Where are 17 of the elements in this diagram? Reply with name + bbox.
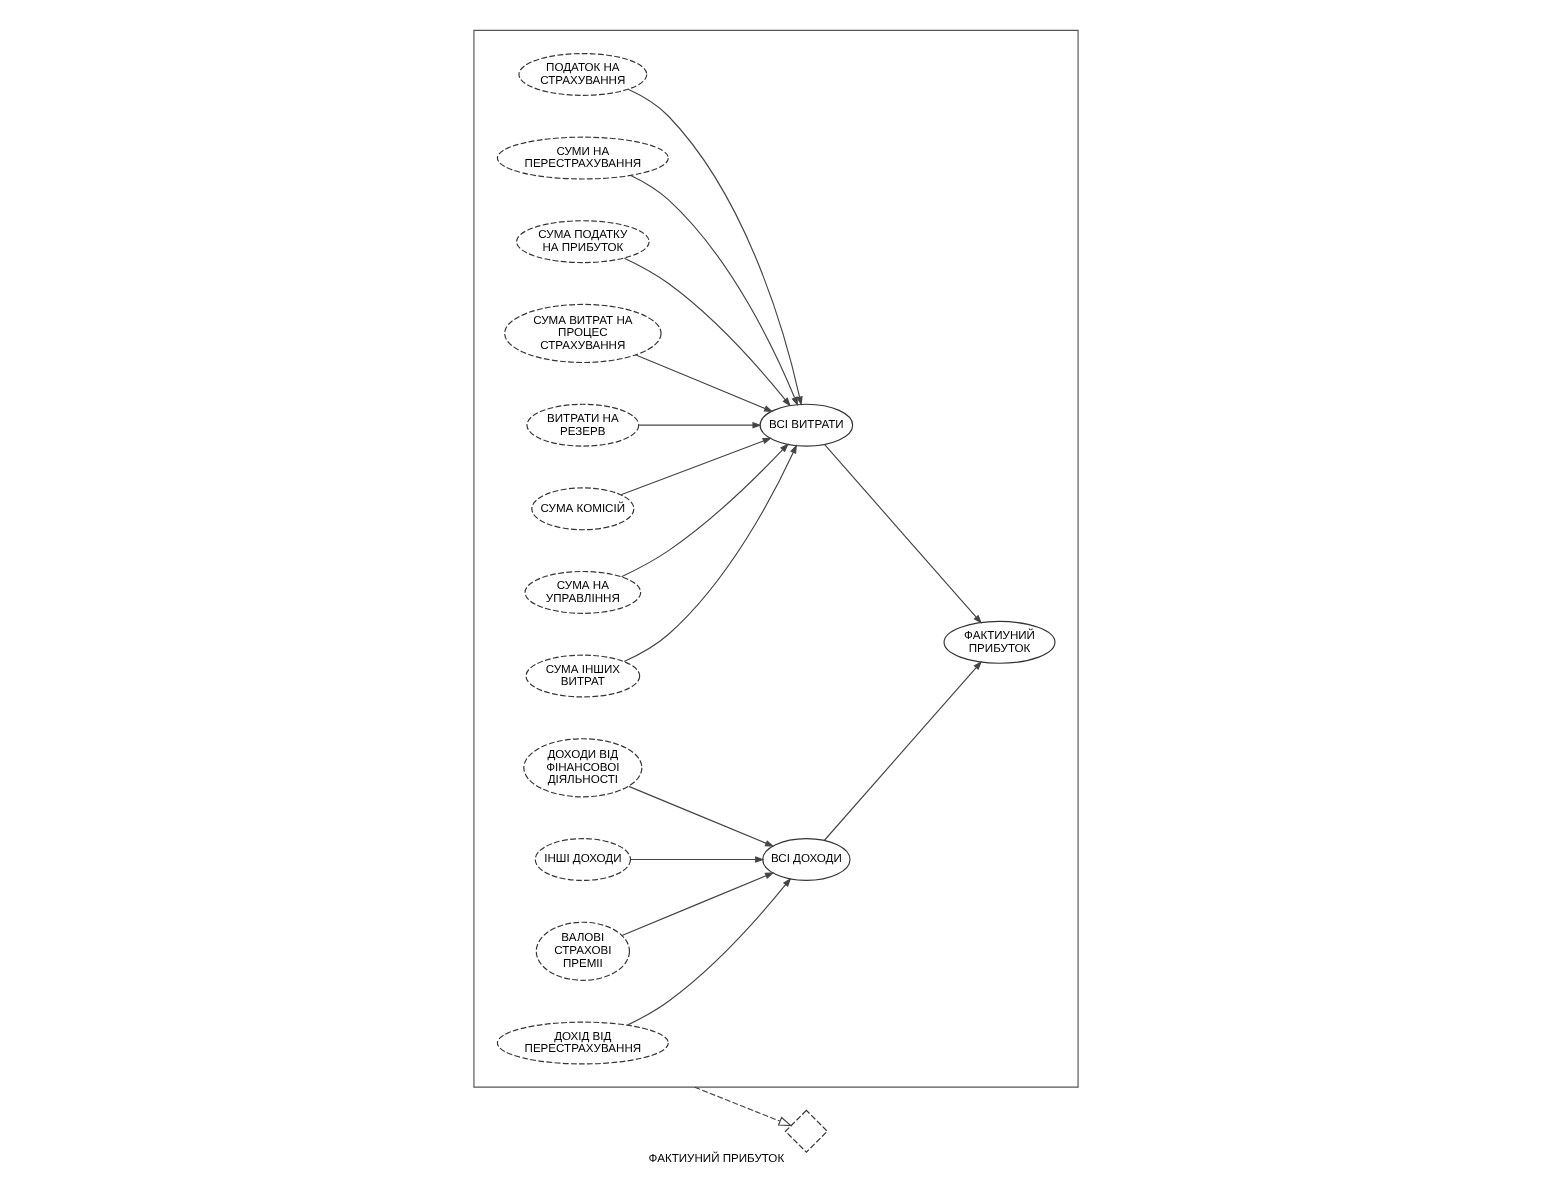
- arrow: [623, 257, 791, 407]
- arrow: [628, 785, 775, 847]
- arrow: [621, 872, 775, 937]
- arrow: [627, 88, 803, 406]
- node-diamond: [784, 1109, 829, 1153]
- arrow: [638, 421, 762, 429]
- cluster: [473, 29, 1079, 1088]
- arrow: [634, 354, 774, 412]
- arrow: [694, 1086, 793, 1127]
- arrow: [823, 443, 983, 624]
- arrow: [620, 443, 789, 578]
- arrow: [620, 437, 772, 496]
- arrow: [623, 444, 797, 663]
- arrow: [630, 174, 799, 407]
- arrow: [823, 660, 983, 841]
- arrow: [626, 877, 792, 1026]
- arrow: [629, 856, 765, 863]
